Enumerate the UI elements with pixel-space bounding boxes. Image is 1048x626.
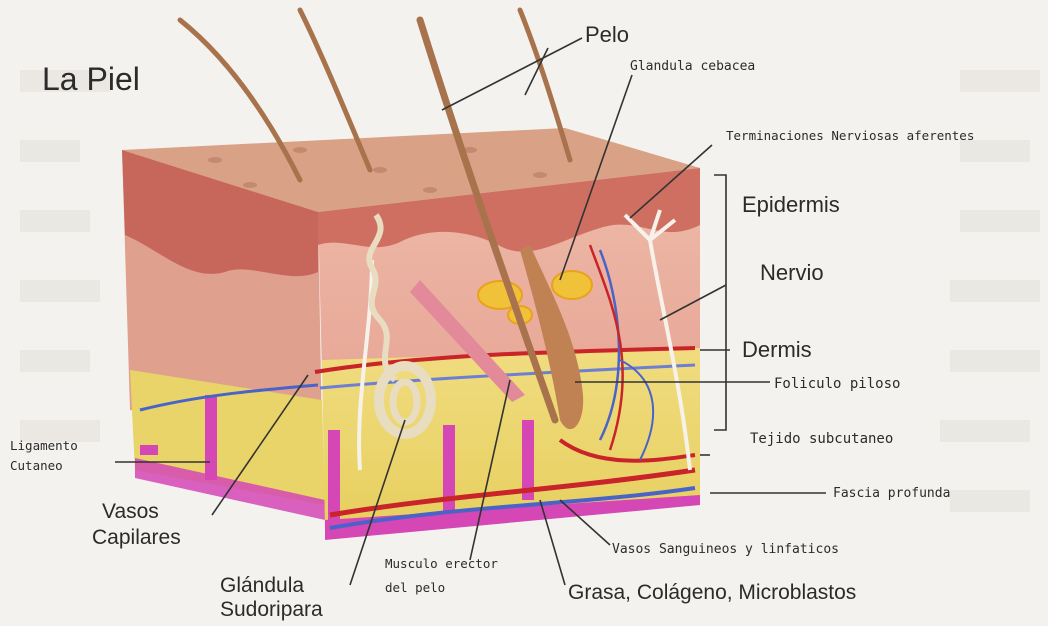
label-vasos-capilares-2: Capilares (92, 526, 181, 549)
label-nervio: Nervio (760, 260, 824, 285)
label-musculo-erector-2: del pelo (385, 580, 445, 595)
diagram-title: La Piel (42, 61, 140, 97)
label-dermis: Dermis (742, 337, 812, 362)
label-foliculo-piloso: Foliculo piloso (774, 376, 900, 392)
label-grasa: Grasa, Colágeno, Microblastos (568, 581, 856, 604)
skin-block (122, 128, 700, 540)
label-glandula-cebacea: Glandula cebacea (630, 59, 755, 74)
label-ligamento-1: Ligamento (10, 438, 78, 453)
label-glandula-sudoripara-2: Sudoripara (220, 598, 323, 621)
label-musculo-erector-1: Musculo erector (385, 556, 498, 571)
label-vasos-sanguineos: Vasos Sanguineos y linfaticos (612, 542, 839, 557)
label-tejido-subcutaneo: Tejido subcutaneo (750, 431, 893, 447)
label-terminaciones: Terminaciones Nerviosas aferentes (726, 128, 974, 143)
label-epidermis: Epidermis (742, 192, 840, 217)
label-fascia-profunda: Fascia profunda (833, 486, 950, 501)
label-vasos-capilares-1: Vasos (102, 500, 159, 523)
label-glandula-sudoripara-1: Glándula (220, 574, 304, 597)
label-ligamento-2: Cutaneo (10, 458, 63, 473)
label-pelo: Pelo (585, 22, 629, 47)
